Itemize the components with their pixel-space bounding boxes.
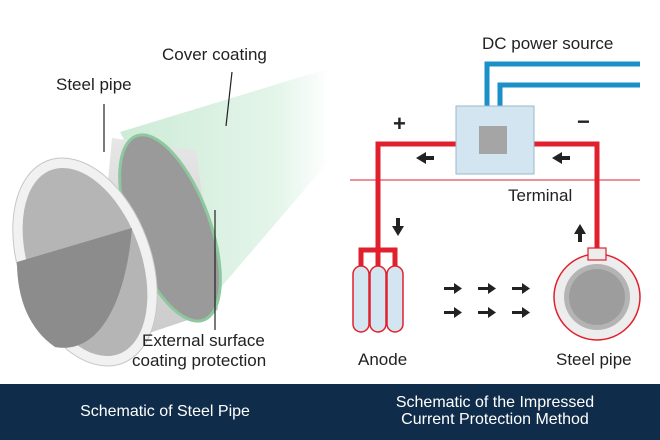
impressed-current-circuit: [350, 61, 641, 341]
label-coating-protection: coating protection: [132, 351, 267, 370]
negative-wire: [534, 141, 600, 250]
current-arrow-up-shaft: [578, 232, 582, 242]
steel-pipe-illustration: [12, 68, 330, 367]
positive-wire: [358, 141, 456, 268]
pipe-interior-highlight: [17, 228, 132, 348]
label-dc-power-source: DC power source: [482, 34, 614, 53]
anode-rod: [369, 265, 387, 333]
current-flow-arrow: [444, 283, 462, 294]
label-steel-pipe-right: Steel pipe: [556, 350, 632, 369]
leader-cover-coating: [225, 71, 233, 127]
current-flow-arrow: [512, 307, 530, 318]
caption-right-line-2: Current Protection Method: [401, 411, 589, 428]
dc-cable-lower: [497, 82, 640, 108]
label-cover-coating: Cover coating: [162, 45, 267, 64]
label-steel-pipe-left: Steel pipe: [56, 75, 132, 94]
current-arrow-left: [416, 152, 426, 164]
anode-rods: [352, 265, 404, 333]
current-arrow-up: [574, 224, 586, 234]
caption-bar: Schematic of Steel Pipe Schematic of the…: [0, 384, 660, 440]
current-arrow-down: [392, 226, 404, 236]
current-flow-arrow: [444, 307, 462, 318]
current-arrow-down-shaft: [396, 218, 400, 228]
current-arrow-right: [552, 152, 562, 164]
current-arrow-right-shaft: [560, 156, 570, 160]
steel-pipe-cross-section: [553, 247, 641, 341]
cover-coating-layer: [120, 68, 330, 300]
label-external-surface: External surface: [142, 331, 265, 350]
anode-rod: [352, 265, 370, 333]
label-anode: Anode: [358, 350, 408, 369]
caption-left: Schematic of Steel Pipe: [80, 403, 250, 420]
anode-rod: [386, 265, 404, 333]
caption-right-line-1: Schematic of the Impressed: [395, 394, 595, 411]
label-minus: −: [577, 109, 590, 134]
current-flow-arrow: [478, 283, 496, 294]
current-flow-arrow: [478, 307, 496, 318]
protective-current-arrows: [444, 283, 530, 318]
label-plus: +: [393, 111, 406, 136]
diagram-graphics: [12, 61, 641, 367]
power-unit-core: [479, 126, 507, 154]
label-terminal: Terminal: [508, 186, 573, 205]
current-arrow-left-shaft: [424, 156, 434, 160]
dc-cable-upper: [484, 61, 640, 108]
current-flow-arrow: [512, 283, 530, 294]
